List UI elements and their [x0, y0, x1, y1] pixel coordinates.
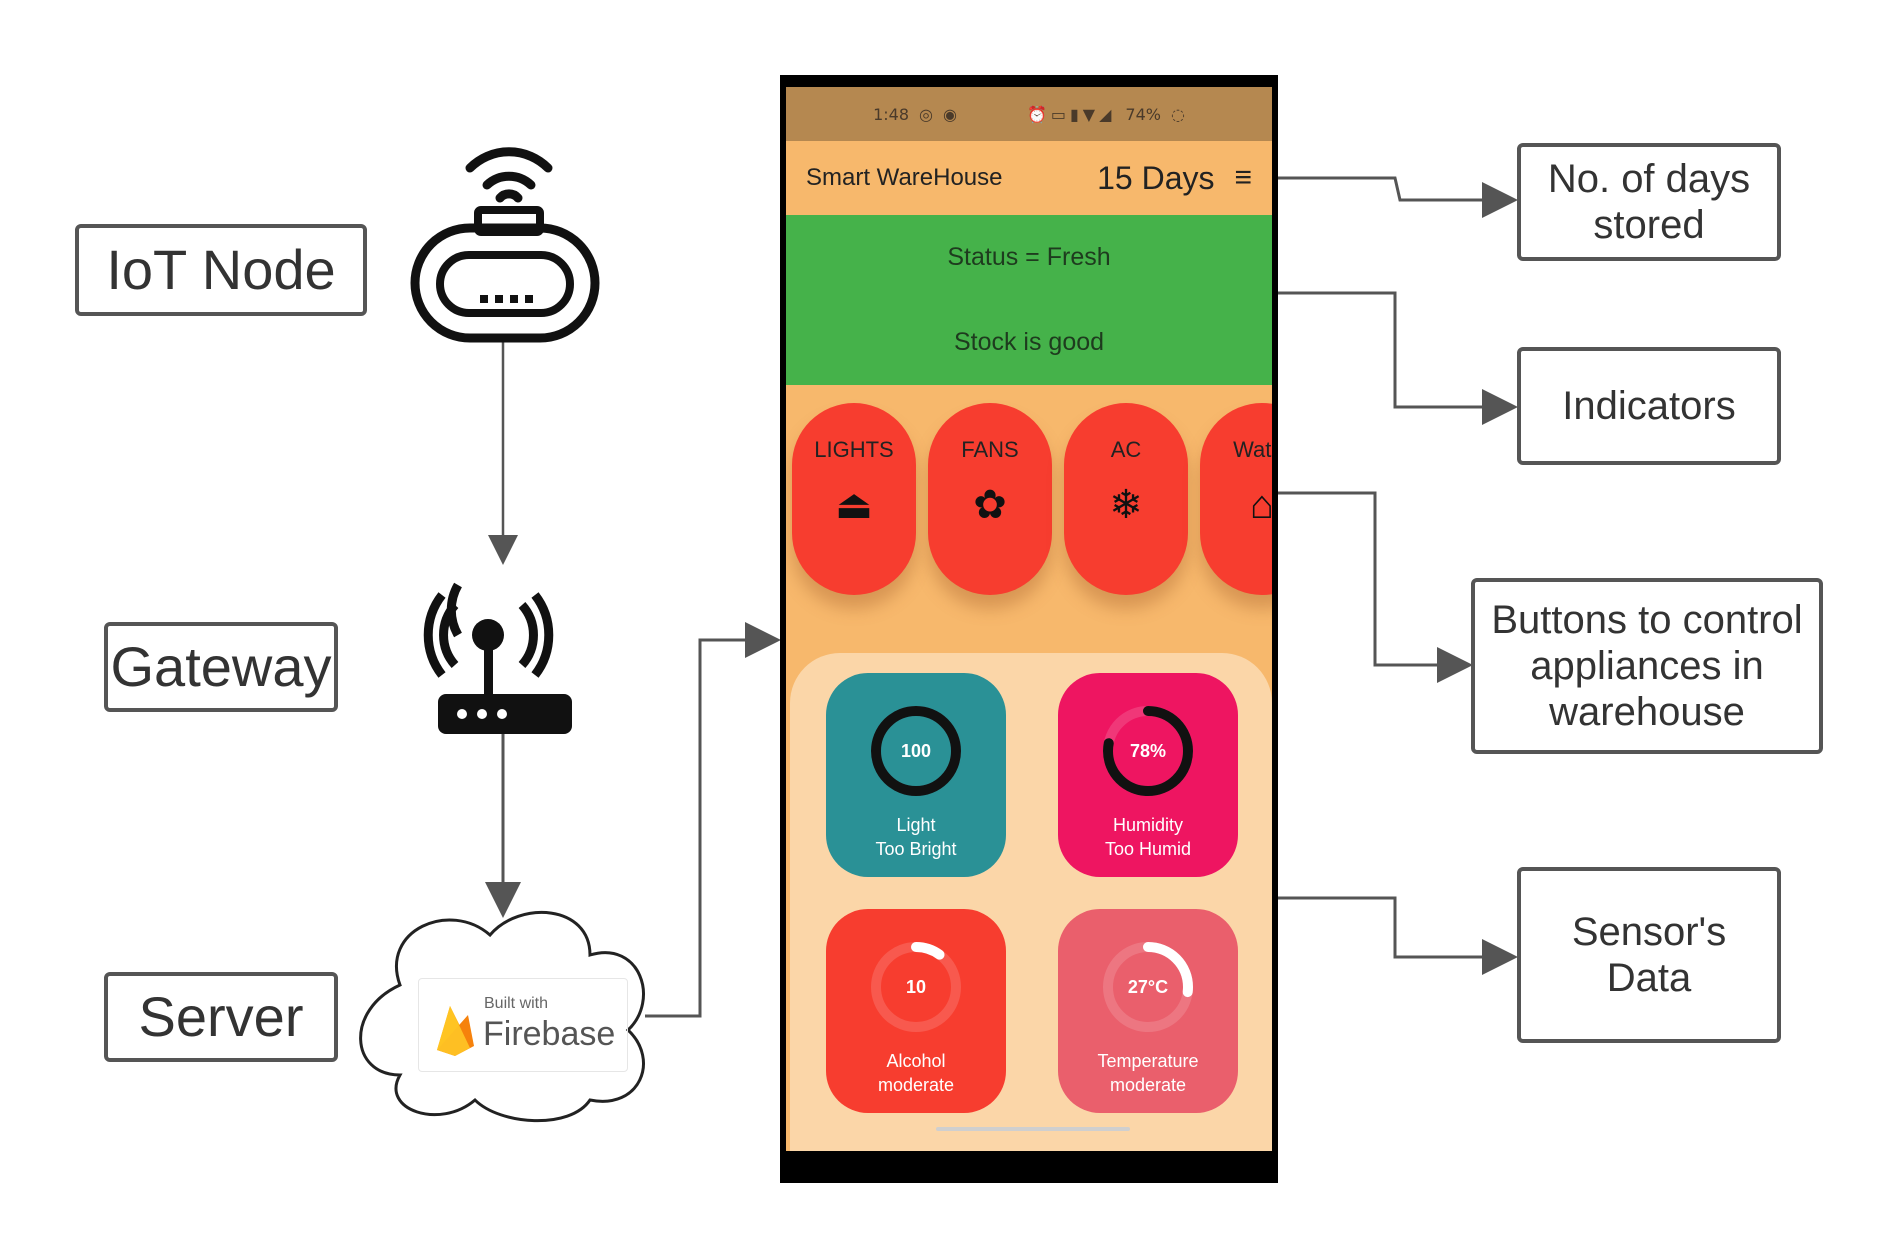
lamp-icon: ⏏: [835, 483, 873, 527]
fans-button[interactable]: FANS ✿: [928, 403, 1052, 595]
alcohol-state: moderate: [877, 1075, 955, 1095]
alcohol-value: 10: [905, 977, 927, 997]
humidity-state: Too Humid: [1104, 839, 1192, 859]
alcohol-name: Alcohol: [886, 1051, 946, 1071]
sensors-data-label: Sensor's Data: [1517, 867, 1781, 1043]
firebase-name: Firebase: [483, 1015, 616, 1053]
app-title: Smart WareHouse: [806, 164, 1003, 191]
fans-label: FANS: [961, 437, 1019, 462]
alcohol-gauge: [871, 942, 961, 1032]
hamburger-icon[interactable]: ≡: [1234, 161, 1252, 194]
status-bar: 1:48 ◎ ◉ ⏰▭▮▼◢ 74% ◌: [786, 87, 1272, 141]
app-screen: 1:48 ◎ ◉ ⏰▭▮▼◢ 74% ◌ Smart WareHouse 15 …: [786, 87, 1272, 1151]
sensor-tile-light[interactable]: 100 Light Too Bright: [826, 673, 1006, 877]
humidity-name: Humidity: [1112, 815, 1183, 835]
light-name: Light: [896, 815, 936, 835]
fan-icon: ✿: [973, 483, 1007, 527]
sensors-arrow: [1278, 896, 1518, 975]
gauge-arc: [871, 942, 961, 1032]
days-stored-value: 15 Days: [1097, 159, 1215, 196]
home-indicator[interactable]: [936, 1127, 1130, 1131]
temperature-gauge: [1103, 942, 1193, 1032]
server-label: Server: [104, 972, 338, 1062]
iot-node-label: IoT Node: [75, 224, 367, 316]
gateway-label: Gateway: [104, 622, 338, 712]
firebase-built-with: Built with: [484, 995, 549, 1012]
days-arrow: [1278, 176, 1518, 218]
app-bar: Smart WareHouse 15 Days ≡: [786, 141, 1272, 215]
iot-dots: [480, 295, 533, 303]
record-icon: ◉: [942, 104, 957, 124]
battery-icon: ◌: [1170, 104, 1185, 124]
temperature-value: 27°C: [1127, 977, 1169, 997]
server-to-app-arrow: [645, 622, 781, 1018]
humidity-value: 78%: [1129, 741, 1167, 761]
sensor-tile-alcohol[interactable]: 10 Alcohol moderate: [826, 909, 1006, 1113]
whatsapp-icon: ◎: [919, 104, 933, 124]
indicators-arrow: [1278, 291, 1518, 425]
water-button[interactable]: Water ⌂: [1200, 403, 1272, 595]
system-icons: ⏰▭▮▼◢: [1026, 104, 1116, 124]
firebase-badge: Built with Firebase: [418, 978, 628, 1072]
water-label: Water: [1233, 437, 1272, 462]
indicator-panel: Status = Fresh Stock is good: [786, 215, 1272, 385]
sensor-tile-temperature[interactable]: 27°C Temperature moderate: [1058, 909, 1238, 1113]
iot-device-icon: [410, 147, 600, 343]
humidity-gauge: [1103, 706, 1193, 796]
status-time: 1:48: [873, 104, 909, 124]
light-state: Too Bright: [875, 839, 957, 859]
gauge-arc: [1103, 706, 1193, 796]
sensor-panel: 100 Light Too Bright 78% Humidity Too Hu…: [790, 653, 1272, 1151]
sensor-tile-humidity[interactable]: 78% Humidity Too Humid: [1058, 673, 1238, 877]
gauge-arc: [871, 706, 961, 796]
buttons-arrow: [1278, 491, 1473, 683]
indicators-label: Indicators: [1517, 347, 1781, 465]
temperature-name: Temperature: [1097, 1051, 1199, 1071]
cloud-shape: [359, 911, 645, 1123]
battery-percent: 74%: [1125, 104, 1161, 124]
light-gauge: [871, 706, 961, 796]
phone-frame: 1:48 ◎ ◉ ⏰▭▮▼◢ 74% ◌ Smart WareHouse 15 …: [780, 75, 1278, 1183]
firebase-flame-icon: [437, 1006, 474, 1056]
gauge-arc: [1103, 942, 1193, 1032]
temperature-state: moderate: [1109, 1075, 1187, 1095]
days-stored-label: No. of days stored: [1517, 143, 1781, 261]
buttons-label: Buttons to control appliances in warehou…: [1471, 578, 1823, 754]
lights-button[interactable]: LIGHTS ⏏: [792, 403, 916, 595]
ac-button[interactable]: AC ❄: [1064, 403, 1188, 595]
stock-text: Stock is good: [953, 328, 1105, 356]
light-value: 100: [900, 741, 932, 761]
router-icon: [423, 582, 572, 734]
appliance-controls: LIGHTS ⏏ FANS ✿ AC ❄ Water ⌂: [786, 385, 1272, 655]
home-water-icon: ⌂: [1249, 483, 1272, 527]
status-text: Status = Fresh: [947, 243, 1111, 271]
lights-label: LIGHTS: [814, 437, 894, 462]
snowflake-icon: ❄: [1109, 483, 1143, 527]
ac-label: AC: [1110, 437, 1142, 462]
